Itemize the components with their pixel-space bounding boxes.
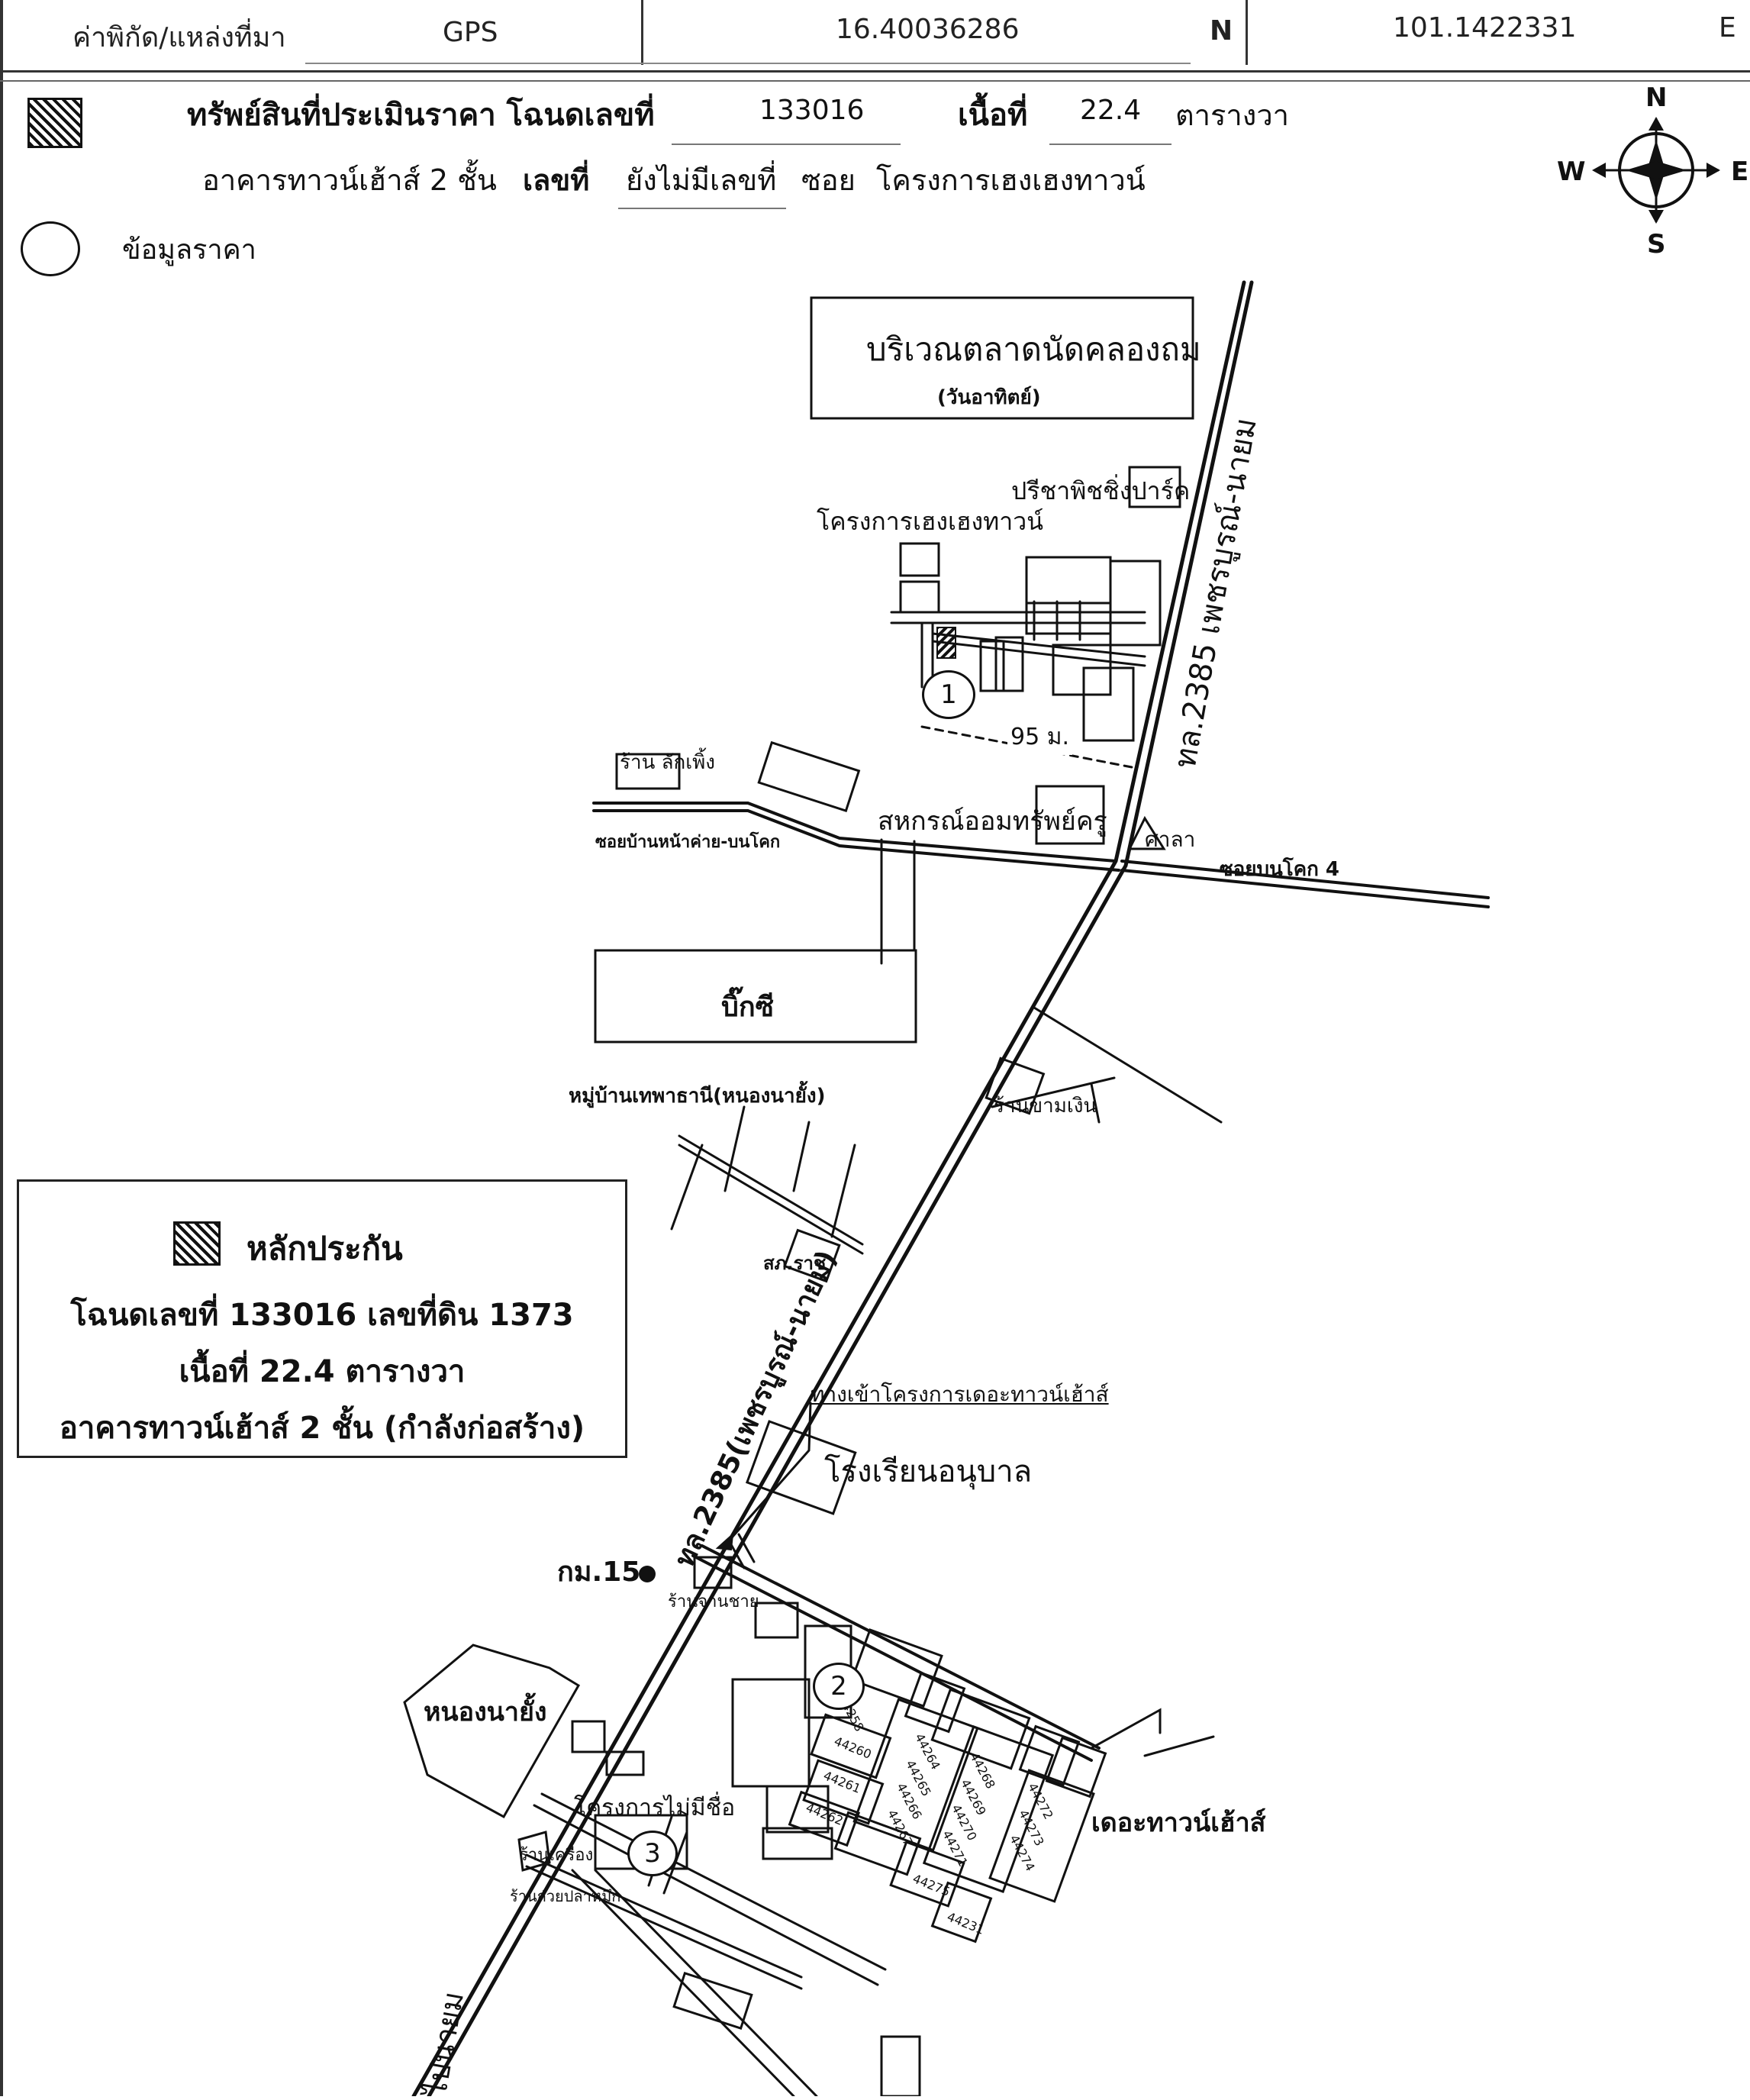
label-shop-kam-ngern: ร้านขามเงิน: [994, 1095, 1097, 1118]
soi-ban-na-road-south: [592, 809, 1120, 872]
subject-hatch-swatch: [27, 98, 82, 148]
label-market-sub: (วันอาทิตย์): [937, 386, 1041, 409]
latitude-dir: N: [1210, 15, 1233, 47]
building-label: อาคารทาวน์เฮ้าส์ 2 ชั้น: [202, 163, 497, 197]
highway-2385-east-edge: [427, 280, 1254, 2096]
subject-title: ทรัพย์สินที่ประเมินราคา โฉนดเลขที่: [187, 98, 655, 133]
compass-w: W: [1557, 156, 1586, 187]
price-marker-1: 1: [922, 670, 975, 719]
compass-rose-icon: [1592, 117, 1720, 224]
collateral-line2: เนื้อที่ 22.4 ตารางวา: [179, 1354, 466, 1389]
coord-source: GPS: [443, 17, 498, 48]
compass-s: S: [1647, 229, 1666, 260]
collateral-line3: อาคารทาวน์เฮ้าส์ 2 ชั้น (กำลังก่อสร้าง): [59, 1411, 585, 1446]
label-km15: กม.15: [557, 1556, 641, 1588]
label-distance: 95 ม.: [1007, 719, 1073, 755]
number-value: ยังไม่มีเลขที่: [626, 163, 777, 197]
label-sala: ศาลา: [1145, 827, 1196, 852]
label-school: โรงเรียนอนุบาล: [824, 1454, 1033, 1489]
subject-plot-hatch: [936, 627, 956, 659]
label-no-name-project: โครงการไม่มีชื่อ: [574, 1795, 736, 1821]
label-shop-kok: ร้าน ลักเพิ้ง: [620, 751, 715, 774]
soi-label: ซอย: [801, 163, 856, 197]
label-moo-ban: หมู่บ้านเทพาธานี(หนองนายั้ง): [569, 1085, 826, 1108]
longitude-dir: E: [1719, 12, 1736, 44]
coord-label: ค่าพิกัด/แหล่งที่มา: [73, 22, 286, 53]
collateral-hatch-swatch: [173, 1221, 221, 1266]
header-bottom-rule: [0, 70, 1750, 73]
soi-ban-na-road-north: [592, 802, 1117, 863]
km15-dot: [639, 1566, 656, 1582]
soi-bonkok4-north: [1120, 860, 1490, 899]
deed-number: 133016: [759, 95, 865, 126]
compass-e: E: [1731, 156, 1749, 187]
collateral-title: หลักประกัน: [247, 1230, 403, 1267]
label-pricha: ปรีชาพิชชิ่งปาร์ค: [1011, 476, 1191, 505]
collateral-legend-box: หลักประกัน โฉนดเลขที่ 133016 เลขที่ดิน 1…: [17, 1179, 627, 1458]
soi-value: โครงการเฮงเฮงทาวน์: [876, 163, 1146, 197]
number-label: เลขที่: [523, 163, 590, 197]
header-underline: [305, 63, 1191, 64]
price-legend-label: ข้อมูลราคา: [122, 234, 256, 266]
longitude-value: 101.1422331: [1393, 12, 1577, 44]
label-police: สภ.ราช: [763, 1253, 827, 1274]
compass-n: N: [1645, 82, 1668, 113]
area-label: เนื้อที่: [958, 98, 1028, 133]
deed-underline: [672, 144, 901, 145]
soi-bonkok4-south: [1120, 869, 1490, 908]
label-shop-pla: ร้านก๋วยปลาหมึก: [510, 1887, 621, 1905]
page-left-border: [0, 0, 3, 2096]
townhouse-blocks: [788, 1624, 1107, 1944]
label-nong-na-yang: หนองนายั้ง: [424, 1697, 547, 1727]
price-marker-3: 3: [627, 1831, 678, 1876]
number-underline: [618, 208, 786, 209]
nong-na-yang-shape: [403, 1644, 581, 1819]
header-divider-2: [1246, 0, 1248, 65]
header-bottom-rule-2: [0, 80, 1750, 82]
price-legend-circle: [21, 221, 80, 276]
latitude-value: 16.40036286: [836, 14, 1020, 45]
label-entrance: ทางเข้าโครงการเดอะทาวน์เฮ้าส์: [811, 1382, 1109, 1407]
label-shop-chan: ร้านจานชาย: [668, 1592, 759, 1611]
label-soi-ban-na: ซอยบ้านหน้าค่าย-บนโคก: [595, 833, 781, 852]
label-bigc: บิ๊กซี: [721, 992, 775, 1023]
label-soi-bonkok4: ซอยบนโคก 4: [1220, 858, 1340, 881]
price-marker-2: 2: [813, 1663, 865, 1710]
label-market-title: บริเวณตลาดนัดคลองถม: [866, 331, 1201, 368]
label-shop-khruang: ร้านเครื่อง: [519, 1846, 594, 1865]
area-underline: [1049, 144, 1172, 145]
label-the-townhouse: เดอะทาวน์เฮ้าส์: [1091, 1808, 1266, 1838]
collateral-line1: โฉนดเลขที่ 133016 เลขที่ดิน 1373: [70, 1298, 574, 1333]
area-unit: ตารางวา: [1175, 98, 1289, 132]
label-coop: สหกรณ์ออมทรัพย์ครู: [878, 806, 1107, 837]
area-value: 22.4: [1080, 95, 1142, 126]
label-heng-project: โครงการเฮงเฮงทาวน์: [817, 507, 1044, 536]
header-divider-1: [641, 0, 643, 65]
